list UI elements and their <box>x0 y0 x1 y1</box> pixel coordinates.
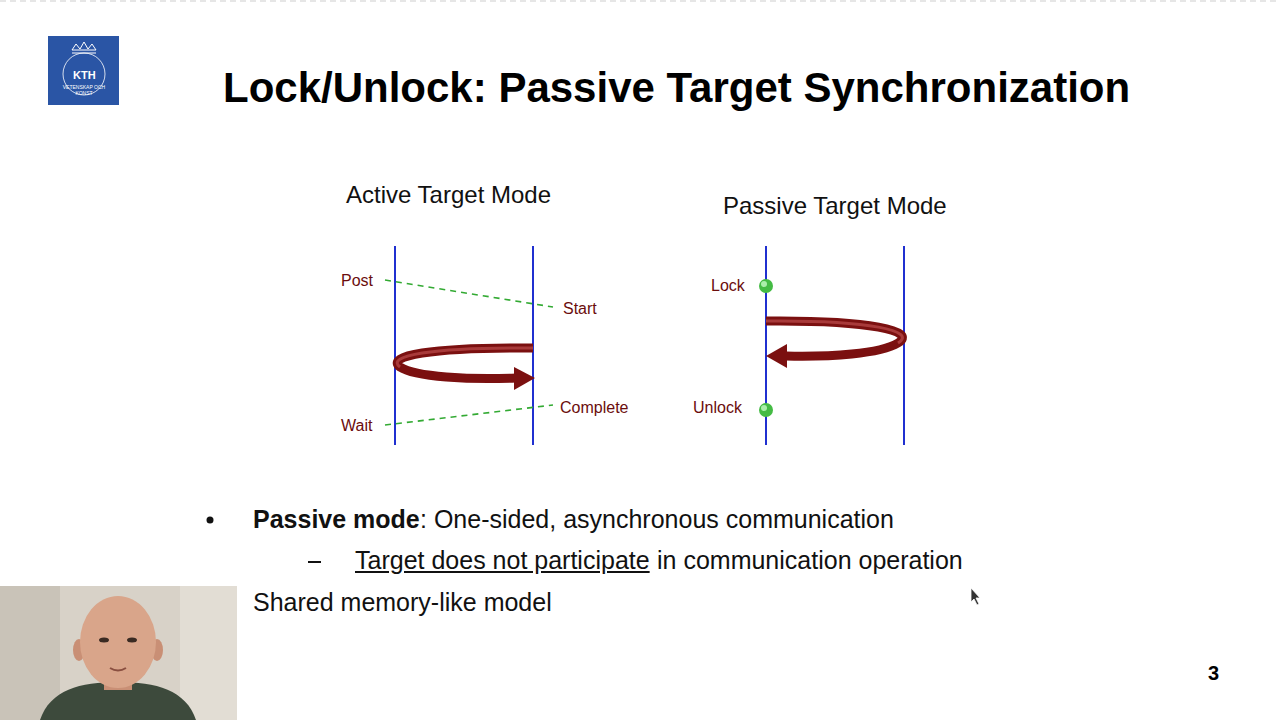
sync-dashed-line <box>385 405 553 425</box>
mode-heading: Passive Target Mode <box>723 192 947 220</box>
page-number: 3 <box>1208 662 1219 685</box>
rma-arrowhead <box>766 344 787 368</box>
rma-arrow-highlight <box>766 321 902 343</box>
bullet-text: : One-sided, asynchronous communication <box>420 505 894 534</box>
bullet-term: Passive mode <box>253 505 420 534</box>
unlock-dot-shine <box>761 405 767 411</box>
logo-crown <box>63 42 105 95</box>
rma-arrowhead <box>514 367 535 390</box>
logo-text: KTH <box>73 69 96 82</box>
logo-box <box>48 36 119 105</box>
bullet-dash <box>308 561 321 563</box>
sync-call-label: Post <box>341 272 373 290</box>
sub-bullet-text: in communication operation <box>657 546 963 575</box>
logo-motto: VETENSKAP OCH KONST <box>62 84 106 96</box>
webcam-inset <box>0 586 237 720</box>
lock-dot <box>759 279 773 293</box>
mode-heading: Active Target Mode <box>346 181 551 209</box>
bullet-dot <box>207 517 214 524</box>
sync-call-label: Complete <box>560 399 628 417</box>
sync-call-label: Start <box>563 300 597 318</box>
rma-arrow <box>397 348 533 379</box>
sync-call-label: Lock <box>711 277 745 295</box>
sync-call-label: Unlock <box>693 399 742 417</box>
slide-title: Lock/Unlock: Passive Target Synchronizat… <box>223 64 1130 112</box>
sub-bullet-text: Target does not participate <box>355 546 650 575</box>
timeline <box>903 246 905 445</box>
lock-dot-shine <box>761 281 767 287</box>
sync-call-label: Wait <box>341 417 372 435</box>
rma-arrow-highlight <box>397 348 533 367</box>
bullet-text: Shared memory-like model <box>253 588 552 617</box>
sync-dashed-line <box>385 280 553 307</box>
top-border <box>0 0 1280 2</box>
timeline <box>394 246 396 445</box>
mouse-cursor <box>971 588 980 605</box>
unlock-dot <box>759 403 773 417</box>
